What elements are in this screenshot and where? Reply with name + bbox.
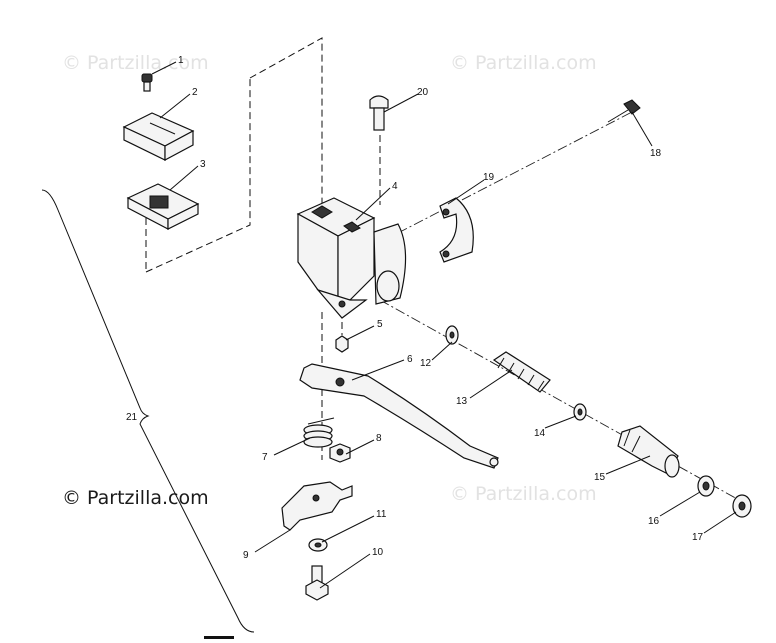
part-18-screw bbox=[607, 99, 641, 123]
part-8-nut bbox=[329, 443, 351, 463]
part-2-reservoir-cover bbox=[122, 112, 195, 162]
callout-labels: 1 2 3 4 5 6 7 8 9 10 11 12 13 14 15 16 1… bbox=[126, 55, 704, 561]
callout-21: 21 bbox=[126, 412, 138, 423]
watermark-bottom-left: © Partzilla.com bbox=[62, 487, 209, 509]
watermark-top-left: © Partzilla.com bbox=[62, 52, 209, 74]
part-21-bracket bbox=[41, 189, 255, 633]
callout-4: 4 bbox=[392, 181, 398, 192]
callout-3: 3 bbox=[200, 159, 206, 170]
callout-6: 6 bbox=[407, 354, 413, 365]
assembly-axis-lines bbox=[379, 111, 749, 506]
callout-1: 1 bbox=[178, 55, 184, 66]
bottom-edge-mark bbox=[204, 636, 234, 639]
part-19-clamp bbox=[439, 197, 474, 263]
callout-15: 15 bbox=[594, 472, 606, 483]
callout-8: 8 bbox=[376, 433, 382, 444]
callout-19: 19 bbox=[483, 172, 495, 183]
watermark-bottom-right: © Partzilla.com bbox=[450, 483, 597, 505]
part-3-diaphragm bbox=[126, 183, 200, 230]
part-7-spring bbox=[303, 417, 335, 448]
callout-2: 2 bbox=[192, 87, 198, 98]
watermark-top-right: © Partzilla.com bbox=[450, 52, 597, 74]
part-16-washer bbox=[697, 475, 715, 497]
part-13-dust-boot bbox=[492, 351, 551, 393]
part-15-piston bbox=[617, 425, 680, 478]
part-12-washer bbox=[445, 325, 459, 345]
part-9-switch-bracket bbox=[281, 481, 353, 531]
part-17-washer bbox=[732, 494, 752, 518]
part-20-bolt bbox=[369, 95, 389, 131]
part-4-master-cylinder-body bbox=[296, 197, 407, 319]
callout-9: 9 bbox=[243, 550, 249, 561]
callout-20: 20 bbox=[417, 87, 429, 98]
callout-11: 11 bbox=[376, 509, 387, 520]
callout-14: 14 bbox=[534, 428, 546, 439]
callout-18: 18 bbox=[650, 148, 662, 159]
callout-13: 13 bbox=[456, 396, 468, 407]
part-10-bolt bbox=[305, 565, 329, 601]
callout-17: 17 bbox=[692, 532, 704, 543]
callout-16: 16 bbox=[648, 516, 660, 527]
callout-12: 12 bbox=[420, 358, 432, 369]
callout-10: 10 bbox=[372, 547, 384, 558]
part-5-pivot-nut bbox=[335, 335, 349, 353]
part-14-washer bbox=[573, 403, 587, 421]
callout-5: 5 bbox=[377, 319, 383, 330]
part-6-brake-lever bbox=[299, 363, 499, 469]
leader-lines bbox=[151, 61, 737, 589]
callout-7: 7 bbox=[262, 452, 268, 463]
part-1-screw bbox=[141, 73, 153, 92]
